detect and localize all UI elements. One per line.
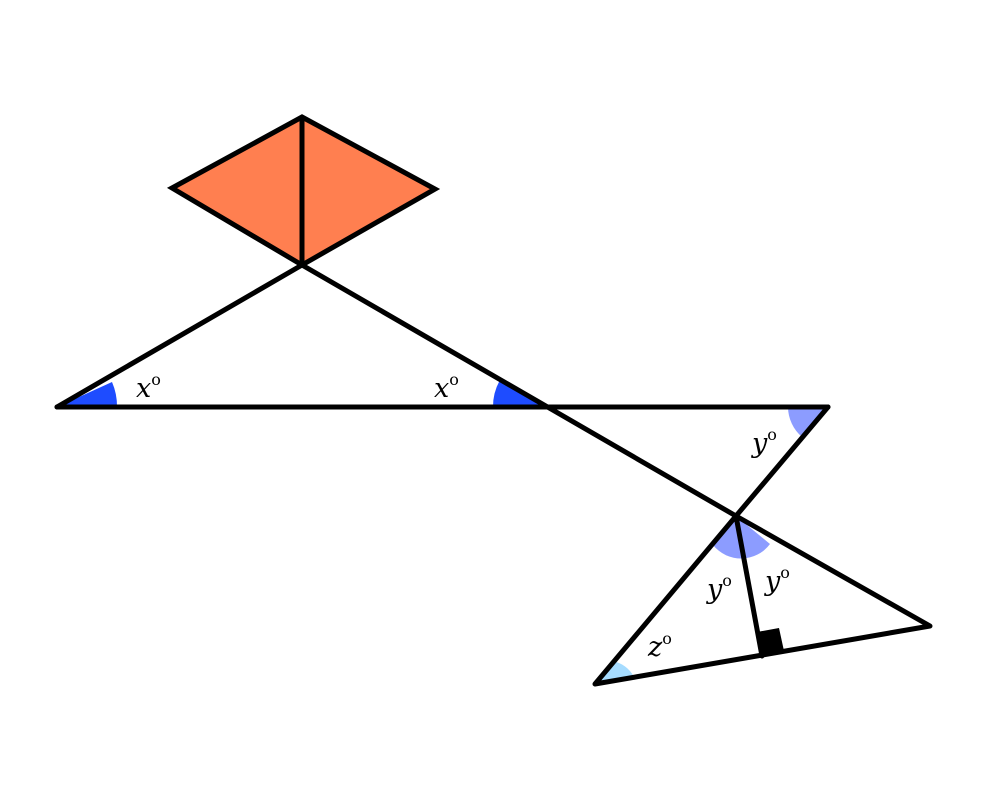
label-x-left: xo [136,370,161,404]
angle-labels: xo xo yo yo yo zo [136,370,790,663]
label-y-right: yo [764,563,790,597]
line-long-diagonal [299,262,739,519]
line-right-slant [733,404,831,519]
label-y-left: yo [706,571,732,605]
label-x-right: xo [434,370,459,404]
angle-markers [57,380,828,684]
angle-y-top-marker [788,407,828,437]
kite-shape [166,114,441,268]
label-z: zo [647,629,672,663]
diagram-lines [54,262,933,687]
label-y-top: yo [751,425,777,459]
right-angle-marker [757,628,784,656]
line-left-slant [54,262,305,410]
